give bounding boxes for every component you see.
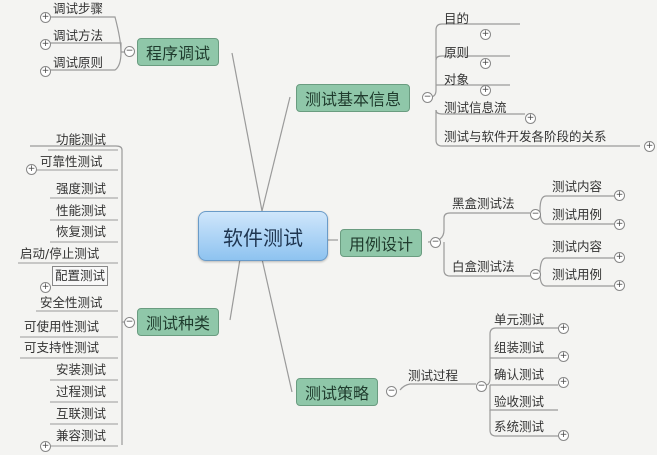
leaf-whitebox-content[interactable]: 测试内容 <box>552 239 603 254</box>
expand-icon[interactable]: + <box>558 377 569 388</box>
branch-program-debug[interactable]: 程序调试 <box>137 38 220 66</box>
leaf-type[interactable]: 互联测试 <box>56 406 107 421</box>
leaf-whitebox-cases[interactable]: 测试用例 <box>552 267 603 282</box>
expand-icon[interactable]: + <box>40 66 51 77</box>
leaf-type[interactable]: 可使用性测试 <box>24 319 100 334</box>
node-whitebox[interactable]: 白盒测试法 <box>452 259 515 274</box>
leaf-type[interactable]: 启动/停止测试 <box>20 246 100 261</box>
leaf-debug-principles[interactable]: 调试原则 <box>53 55 104 70</box>
leaf-objects[interactable]: 对象 <box>444 72 470 87</box>
leaf-relation-dev-phases[interactable]: 测试与软件开发各阶段的关系 <box>444 129 607 144</box>
expand-icon[interactable]: + <box>644 141 655 152</box>
expand-icon[interactable]: + <box>26 164 37 175</box>
expand-icon[interactable]: + <box>480 29 491 40</box>
node-blackbox[interactable]: 黑盒测试法 <box>452 196 515 211</box>
central-topic[interactable]: 软件测试 <box>198 211 328 261</box>
node-test-process[interactable]: 测试过程 <box>408 368 459 383</box>
expand-icon[interactable]: + <box>614 219 625 230</box>
leaf-type-selected[interactable]: 配置测试 <box>52 266 109 286</box>
leaf-unit-test[interactable]: 单元测试 <box>494 312 545 327</box>
expand-icon[interactable]: + <box>40 39 51 50</box>
leaf-system-test[interactable]: 系统测试 <box>494 419 545 434</box>
leaf-type[interactable]: 功能测试 <box>56 132 107 147</box>
leaf-type[interactable]: 安全性测试 <box>40 295 103 310</box>
leaf-type[interactable]: 兼容测试 <box>56 428 107 443</box>
leaf-type[interactable]: 安装测试 <box>56 362 107 377</box>
expand-icon[interactable]: + <box>40 282 51 293</box>
leaf-principles[interactable]: 原则 <box>444 45 470 60</box>
expand-icon[interactable]: + <box>614 252 625 263</box>
expand-icon[interactable]: + <box>480 85 491 96</box>
expand-icon[interactable]: + <box>40 12 51 23</box>
leaf-type[interactable]: 性能测试 <box>56 203 107 218</box>
collapse-icon[interactable]: − <box>530 269 541 280</box>
branch-test-strategy[interactable]: 测试策略 <box>296 378 379 406</box>
expand-icon[interactable]: + <box>558 351 569 362</box>
leaf-type[interactable]: 恢复测试 <box>56 224 107 239</box>
leaf-debug-methods[interactable]: 调试方法 <box>53 28 104 43</box>
leaf-acceptance-test[interactable]: 验收测试 <box>494 394 545 409</box>
expand-icon[interactable]: + <box>558 430 569 441</box>
leaf-type[interactable]: 可靠性测试 <box>40 154 103 169</box>
collapse-icon[interactable]: − <box>124 46 135 57</box>
expand-icon[interactable]: + <box>525 113 536 124</box>
collapse-icon[interactable]: − <box>530 209 541 220</box>
branch-case-design[interactable]: 用例设计 <box>340 229 423 257</box>
leaf-debug-steps[interactable]: 调试步骤 <box>53 1 104 16</box>
leaf-type[interactable]: 强度测试 <box>56 181 107 196</box>
collapse-icon[interactable]: − <box>386 386 397 397</box>
expand-icon[interactable]: + <box>614 280 625 291</box>
leaf-validation-test[interactable]: 确认测试 <box>494 367 545 382</box>
collapse-icon[interactable]: − <box>430 237 441 248</box>
leaf-info-flow[interactable]: 测试信息流 <box>444 100 507 115</box>
leaf-type[interactable]: 可支持性测试 <box>24 340 100 355</box>
expand-icon[interactable]: + <box>480 58 491 69</box>
collapse-icon[interactable]: − <box>124 317 135 328</box>
branch-basic-info[interactable]: 测试基本信息 <box>296 84 411 112</box>
expand-icon[interactable]: + <box>614 190 625 201</box>
expand-icon[interactable]: + <box>558 323 569 334</box>
collapse-icon[interactable]: − <box>476 381 487 392</box>
collapse-icon[interactable]: − <box>422 92 433 103</box>
leaf-integration-test[interactable]: 组装测试 <box>494 340 545 355</box>
leaf-blackbox-cases[interactable]: 测试用例 <box>552 207 603 222</box>
leaf-blackbox-content[interactable]: 测试内容 <box>552 179 603 194</box>
expand-icon[interactable]: + <box>40 441 51 452</box>
branch-test-types[interactable]: 测试种类 <box>137 308 220 336</box>
leaf-purpose[interactable]: 目的 <box>444 11 470 26</box>
leaf-type[interactable]: 过程测试 <box>56 384 107 399</box>
